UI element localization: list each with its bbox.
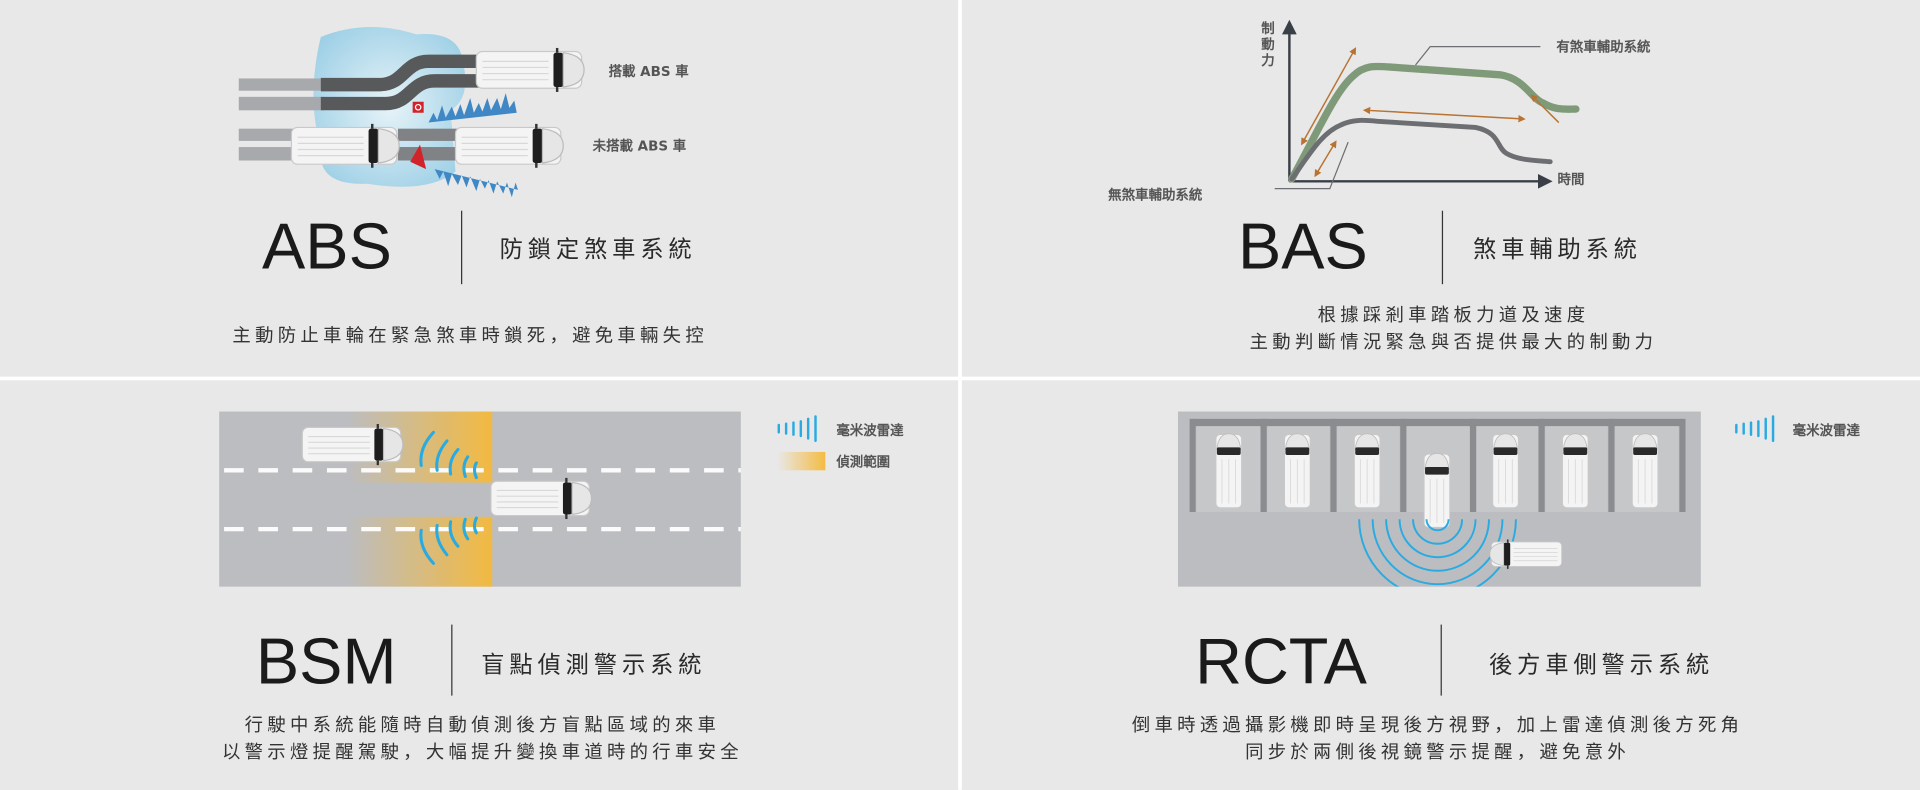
abs-panel: 搭載 ABS 車 未搭載 ABS 車 ABS 防鎖定煞車系統 主動防止車輪在緊急…	[232, 26, 708, 347]
bsm-panel: 毫米波雷達 偵測範圍 BSM 盲點偵測警示系統 行駛中系統能隨時自動偵測後方盲點…	[219, 411, 904, 763]
feature-code: BSM	[256, 624, 397, 697]
feature-code: RCTA	[1195, 624, 1368, 697]
radar-legend-label: 毫米波雷達	[836, 422, 904, 439]
radar-icon	[777, 415, 817, 443]
feature-code: BAS	[1238, 209, 1368, 282]
y-axis-label: 制	[1261, 20, 1274, 37]
feature-description-line: 以警示燈提醒駕駛，大幅提升變換車道時的行車安全	[222, 742, 743, 763]
y-axis-label: 動	[1261, 36, 1274, 53]
rcta-legend: 毫米波雷達	[1735, 415, 1861, 443]
feature-description-line: 行駛中系統能隨時自動偵測後方盲點區域的來車	[245, 715, 721, 736]
range-legend-label: 偵測範圍	[835, 454, 890, 471]
without-bas-label: 無煞車輔助系統	[1108, 187, 1203, 204]
bas-panel: 制 動 力 時間 有煞車輔助系統 無煞車輔助系統 BAS 煞車輔助系統 根據踩剎…	[1108, 19, 1658, 353]
with-bas-label: 有煞車輔助系統	[1556, 39, 1651, 56]
feature-name: 防鎖定煞車系統	[500, 236, 697, 263]
abs-without-label: 未搭載 ABS 車	[593, 138, 687, 155]
feature-name: 盲點偵測警示系統	[481, 651, 706, 678]
feature-description-line: 主動防止車輪在緊急煞車時鎖死，避免車輛失控	[232, 326, 708, 347]
feature-description-line: 根據踩剎車踏板力道及速度	[1318, 305, 1590, 326]
abs-with-label: 搭載 ABS 車	[609, 63, 690, 80]
bsm-illustration	[219, 411, 741, 587]
feature-description-line: 主動判斷情況緊急與否提供最大的制動力	[1250, 332, 1658, 353]
radar-legend-label: 毫米波雷達	[1793, 422, 1861, 439]
feature-name: 煞車輔助系統	[1473, 236, 1642, 263]
feature-name: 後方車側警示系統	[1489, 651, 1714, 678]
feature-code: ABS	[262, 209, 392, 282]
x-axis-label: 時間	[1558, 171, 1585, 188]
range-swatch	[777, 451, 826, 471]
feature-description-line: 倒車時透過攝影機即時呈現後方視野，加上雷達偵測後方死角	[1132, 715, 1743, 736]
radar-icon	[1735, 415, 1775, 443]
rcta-panel: 毫米波雷達 RCTA 後方車側警示系統 倒車時透過攝影機即時呈現後方視野，加上雷…	[1132, 411, 1861, 763]
y-axis-label: 力	[1261, 52, 1274, 69]
rcta-illustration	[1177, 411, 1701, 587]
abs-illustration: 搭載 ABS 車 未搭載 ABS 車	[238, 26, 690, 198]
bsm-legend: 毫米波雷達 偵測範圍	[777, 415, 904, 471]
braking-force-chart: 制 動 力 時間 有煞車輔助系統 無煞車輔助系統	[1108, 19, 1651, 204]
feature-description-line: 同步於兩側後視鏡警示提醒，避免意外	[1245, 742, 1630, 763]
